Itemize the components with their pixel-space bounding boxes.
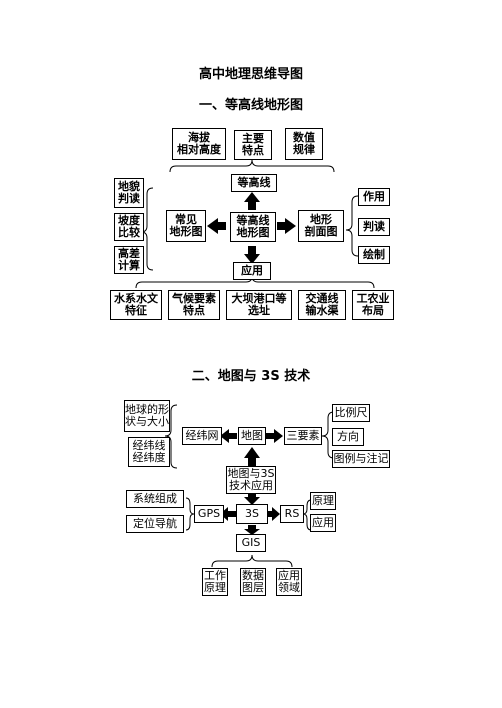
right-item-use: 作用 [358, 188, 390, 206]
map-box: 地图 [238, 427, 266, 445]
element-scale: 比例尺 [332, 404, 370, 422]
gis-item-principle: 工作 原理 [202, 568, 228, 596]
rs-item-principle: 原理 [310, 492, 336, 510]
gis-item-fields: 应用 领域 [276, 568, 302, 596]
bottom-item-dam: 大坝港口等 选址 [226, 290, 292, 320]
right-item-read: 判读 [358, 218, 390, 236]
gps-box: GPS [194, 505, 224, 523]
top-box-features: 主要 特点 [234, 130, 272, 160]
apply-box: 应用 [233, 262, 271, 280]
left-item-height: 高差 计算 [114, 246, 144, 274]
element-legend: 图例与注记 [332, 450, 390, 468]
bottom-item-climate: 气候要素 特点 [168, 290, 220, 320]
left-item-slope: 坡度 比较 [114, 213, 144, 241]
right-item-draw: 绘制 [358, 246, 390, 264]
section-1-title: 一、等高线地形图 [198, 98, 303, 113]
bottom-item-industry: 工农业 布局 [352, 290, 394, 320]
grid-box: 经纬网 [182, 427, 222, 445]
rs-box: RS [280, 505, 304, 523]
common-terrain-box: 常见 地形图 [166, 210, 206, 242]
gps-item-system: 系统组成 [126, 490, 184, 508]
bottom-item-transport: 交通线 输水渠 [298, 290, 346, 320]
page-title: 高中地理思维导图 [198, 67, 303, 82]
top-box-elevation: 海拔 相对高度 [172, 128, 226, 160]
center-3s-box: 3S [236, 504, 268, 524]
earth-shape-box: 地球的形 状与大小 [124, 400, 170, 432]
center-box: 等高线 地形图 [230, 212, 276, 242]
left-item-landform: 地貌 判读 [114, 178, 144, 208]
top-box-values: 数值 规律 [285, 128, 323, 160]
element-direction: 方向 [332, 428, 364, 446]
gis-box: GIS [236, 534, 266, 552]
section-2-title: 二、地图与 3S 技术 [191, 369, 311, 384]
graticule-box: 经纬线 经纬度 [128, 437, 170, 467]
profile-box: 地形 剖面图 [298, 210, 344, 242]
rs-item-application: 应用 [310, 514, 336, 532]
gis-item-layers: 数据 图层 [240, 568, 266, 596]
map-3s-box: 地图与3S 技术应用 [226, 466, 276, 494]
gps-item-navigation: 定位导航 [126, 515, 184, 533]
three-elements-box: 三要素 [284, 427, 322, 445]
contour-box: 等高线 [231, 174, 277, 192]
bottom-item-water: 水系水文 特征 [110, 290, 162, 320]
